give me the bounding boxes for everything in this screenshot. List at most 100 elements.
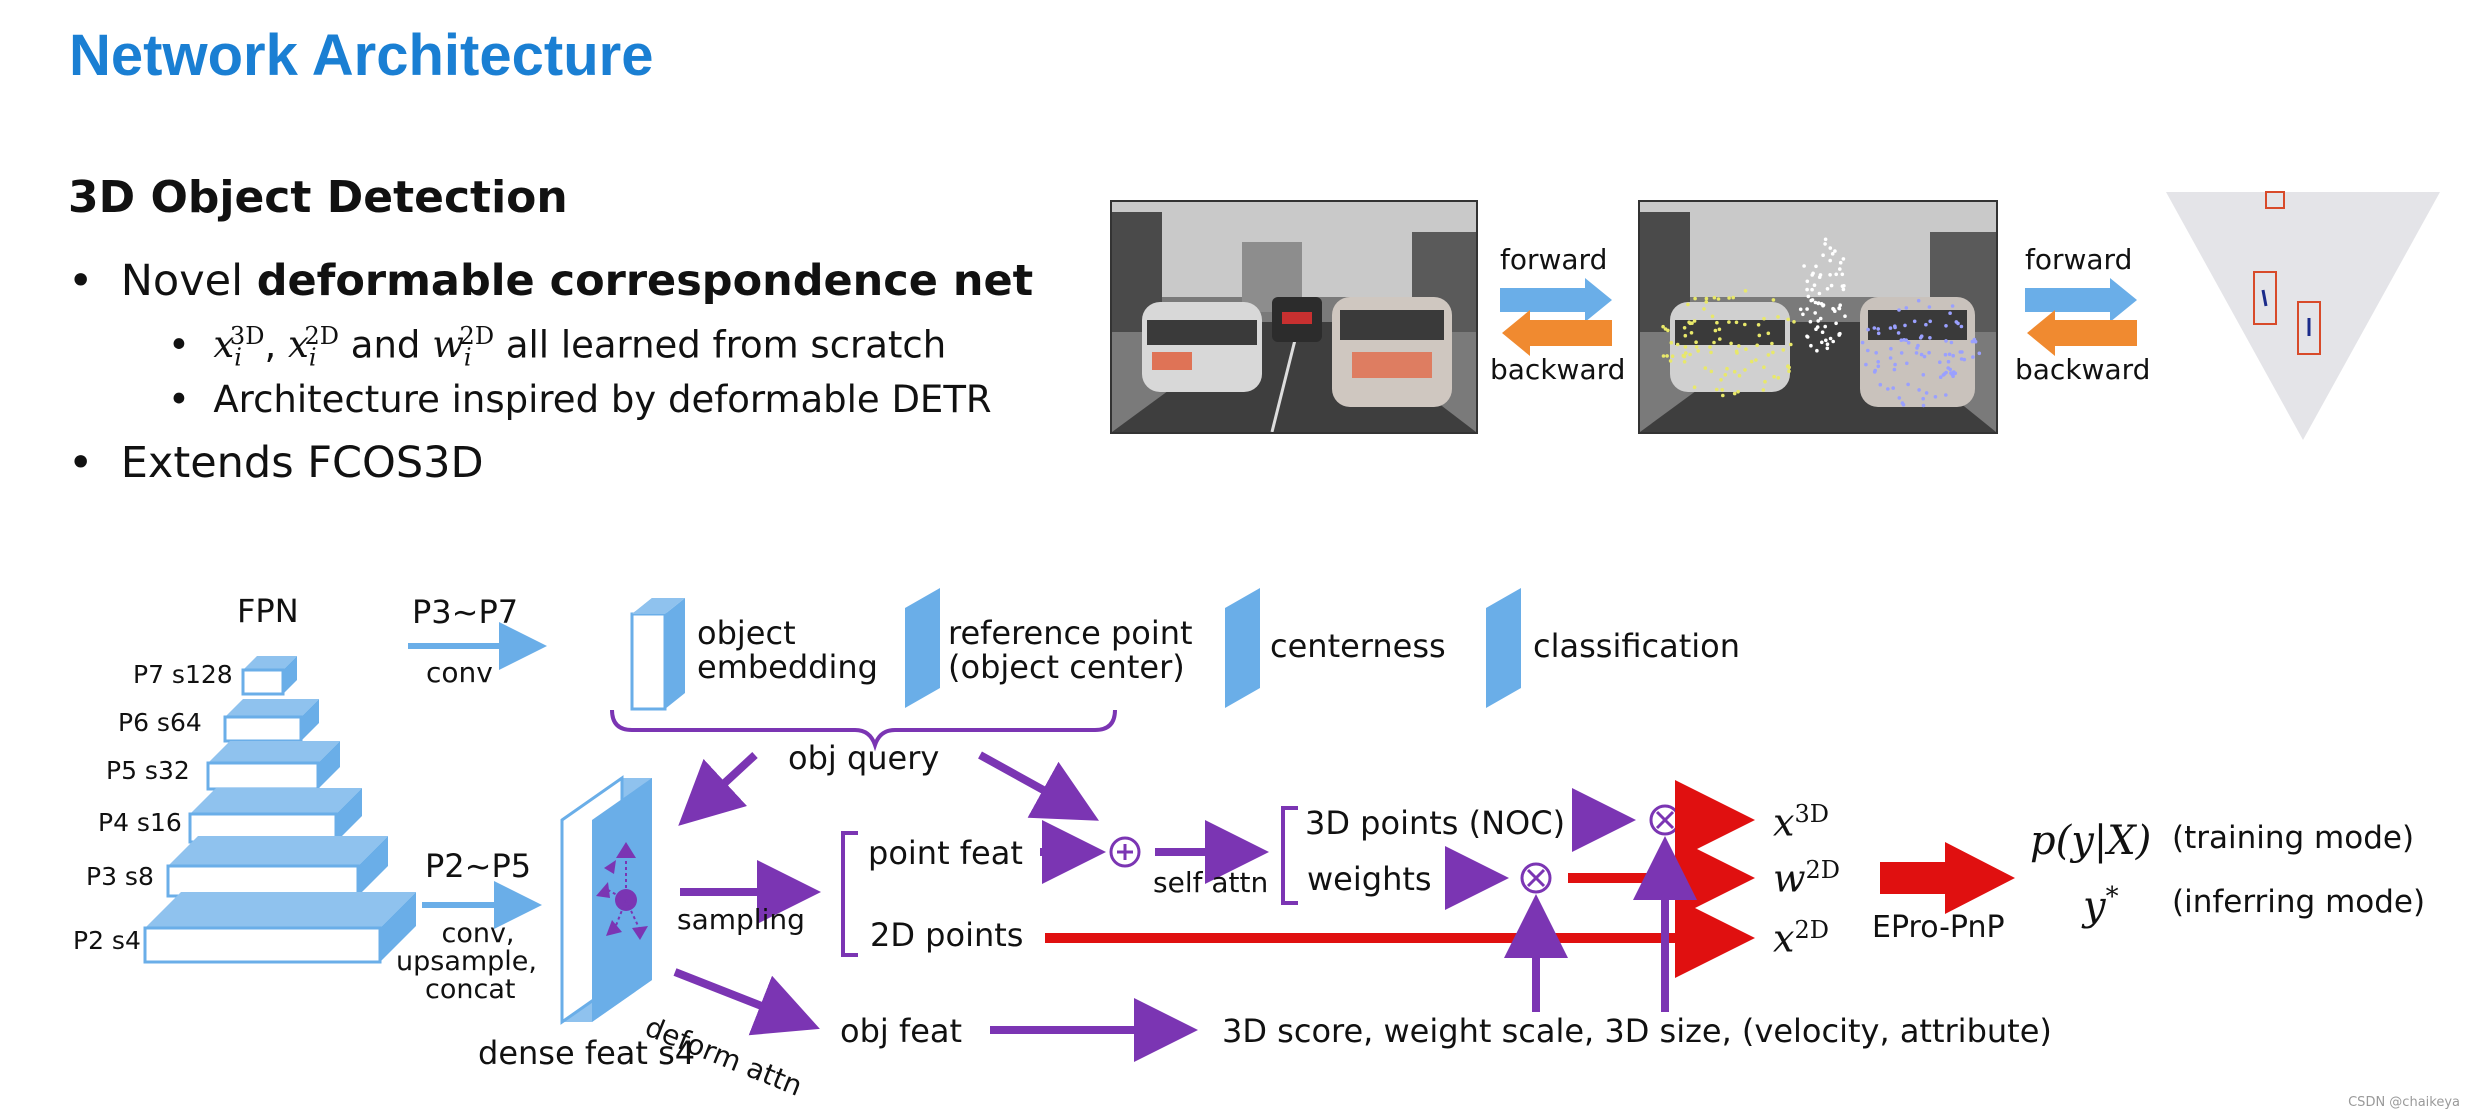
correspondence-scene: [1640, 202, 1996, 432]
correspondence-dot: [1786, 317, 1790, 322]
correspondence-dot: [1789, 342, 1793, 347]
embedding-label: embedding: [697, 648, 878, 686]
correspondence-dot: [1892, 367, 1897, 372]
correspondence-dot: [1922, 354, 1927, 359]
correspondence-dot: [1820, 330, 1825, 334]
correspondence-dot: [1928, 319, 1932, 324]
correspondence-dot: [1819, 302, 1824, 306]
bev-view: [2166, 191, 2440, 440]
correspondence-dot: [1916, 343, 1920, 348]
correspondence-dot: [1727, 296, 1731, 300]
correspondence-dot: [1944, 324, 1948, 328]
correspondence-dot: [1661, 354, 1666, 358]
correspondence-dot: [1941, 373, 1946, 377]
correspondence-dot: [1838, 267, 1842, 271]
correspondence-dot: [1704, 300, 1709, 304]
correspondence-dot: [1948, 367, 1952, 372]
correspondence-dot: [1805, 307, 1809, 311]
correspondence-dot: [1916, 298, 1921, 303]
correspondence-dot: [1734, 349, 1739, 354]
correspondence-dot: [1872, 370, 1877, 374]
fpn-label: FPN: [237, 592, 299, 630]
street-scene: [1112, 202, 1476, 432]
correspondence-dot: [1719, 378, 1723, 382]
correspondence-dot: [1686, 302, 1690, 307]
bullet-2: • Extends FCOS3D: [68, 438, 484, 488]
correspondence-dot: [1876, 360, 1880, 364]
math-w2d: wi2D: [432, 322, 495, 372]
correspondence-dot: [1899, 351, 1904, 355]
epro-pnp-arrow: [1880, 842, 2015, 914]
fpn-layer-side: [336, 788, 362, 842]
correspondence-dot: [1933, 395, 1938, 399]
correspondence-dot: [1712, 340, 1716, 345]
correspondence-dot: [1712, 295, 1717, 300]
correspondence-dot: [1921, 396, 1925, 401]
inferring-mode-label: (inferring mode): [2172, 884, 2426, 920]
self-attn-label: self attn: [1153, 866, 1269, 899]
points-2d-label: 2D points: [870, 916, 1024, 954]
correspondence-dot: [1977, 351, 1982, 356]
bullet-1-bold: deformable correspondence net: [256, 256, 1034, 306]
correspondence-dot: [1938, 360, 1942, 364]
correspondence-dot: [1833, 309, 1837, 313]
correspondence-dot: [1876, 364, 1881, 369]
correspondence-dot: [1815, 348, 1819, 353]
correspondence-dot: [1872, 326, 1877, 330]
pyx-symbol: p(y|X): [2030, 818, 2152, 864]
correspondence-dot: [1805, 335, 1810, 339]
w2d-symbol: w2D: [1773, 856, 1841, 901]
correspondence-dot: [1708, 345, 1712, 349]
correspondence-dot: [1912, 319, 1917, 324]
reference-point-label: reference point: [948, 614, 1193, 652]
correspondence-dot: [1805, 279, 1810, 284]
correspondence-dot: [1682, 360, 1687, 364]
concat-label: concat: [425, 974, 516, 1005]
correspondence-dot: [1834, 321, 1838, 326]
point-feat-label: point feat: [868, 834, 1023, 872]
correspondence-dot: [1703, 366, 1708, 370]
sampling-label: sampling: [677, 903, 805, 936]
correspondence-dot: [1694, 340, 1698, 344]
correspondence-dot: [1805, 287, 1809, 292]
correspondence-dot: [1876, 331, 1881, 336]
correspondence-dot: [1841, 257, 1846, 261]
points-3d-label: 3D points (NOC): [1305, 804, 1566, 842]
correspondence-dot: [1825, 346, 1830, 351]
correspondence-dot: [1840, 272, 1845, 277]
correspondence-dot: [1823, 242, 1827, 246]
fpn-layer-top: [225, 699, 319, 717]
correspondence-dot: [1687, 320, 1691, 325]
correspondence-dot: [1896, 331, 1901, 335]
bullet-dot: •: [168, 323, 190, 367]
fpn-layer-top: [208, 741, 340, 763]
classification-map: [1486, 588, 1521, 708]
correspondence-dot: [1886, 387, 1890, 391]
correspondence-dot: [1927, 350, 1931, 355]
forward-label-2: forward: [2025, 243, 2133, 276]
correspondence-dot: [1946, 359, 1951, 364]
correspondence-dot: [1814, 264, 1818, 269]
correspondence-dot: [1713, 328, 1718, 333]
correspondence-dot: [1665, 354, 1669, 358]
correspondence-dot: [1829, 283, 1834, 288]
correspondence-dot: [1971, 355, 1975, 359]
correspondence-dot: [1809, 343, 1813, 348]
level-p7: P7 s128: [133, 660, 233, 689]
correspondence-dot: [1754, 358, 1758, 362]
correspondence-dot: [1843, 314, 1847, 318]
correspondence-dot: [1944, 393, 1948, 397]
correspondence-dot: [1689, 331, 1694, 335]
conv-label: conv: [426, 656, 493, 689]
correspondence-dot: [1806, 294, 1811, 299]
forward-label-1: forward: [1500, 243, 1608, 276]
correspondence-dot: [1810, 287, 1814, 292]
correspondence-dot: [1924, 322, 1928, 327]
correspondence-dot: [1866, 348, 1870, 353]
correspondence-dot: [1696, 349, 1700, 353]
scores-label: 3D score, weight scale, 3D size, (veloci…: [1222, 1012, 2052, 1050]
correspondence-dot: [1675, 342, 1680, 347]
correspondence-dot: [1737, 344, 1741, 348]
correspondence-dot: [1771, 350, 1775, 355]
correspondence-dot: [1893, 324, 1897, 328]
